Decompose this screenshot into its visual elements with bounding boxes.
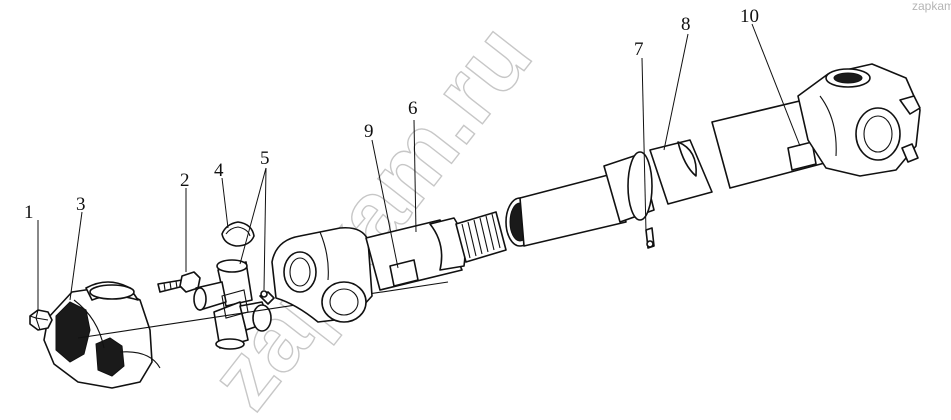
assembly-axis bbox=[77, 281, 449, 339]
callout-3: 3 bbox=[76, 194, 86, 215]
grease-nipple-part-5 bbox=[259, 290, 275, 305]
flange-yoke-part-3 bbox=[43, 281, 161, 389]
callout-labels: 1 3 2 4 5 9 6 7 8 10 bbox=[24, 6, 759, 223]
callout-5: 5 bbox=[260, 148, 270, 169]
slip-yoke-part-9 bbox=[271, 226, 373, 323]
cross-spider-part-5 bbox=[193, 259, 272, 350]
callout-7: 7 bbox=[634, 39, 644, 60]
callout-9: 9 bbox=[364, 121, 374, 142]
dust-boot-part-7 bbox=[603, 151, 655, 249]
callout-10: 10 bbox=[740, 6, 759, 27]
flange-yoke-right bbox=[797, 63, 921, 177]
callout-8: 8 bbox=[681, 14, 691, 35]
bolt-part-2 bbox=[157, 271, 201, 293]
callout-1: 1 bbox=[24, 202, 34, 223]
nut-part-1 bbox=[29, 309, 53, 331]
spline-shaft bbox=[455, 211, 507, 263]
leader-lines bbox=[37, 23, 801, 310]
tube-part-6 bbox=[365, 217, 466, 291]
callout-6: 6 bbox=[408, 98, 418, 119]
callout-2: 2 bbox=[180, 170, 190, 191]
tube-part-8 bbox=[649, 139, 713, 205]
splined-sleeve bbox=[505, 173, 627, 247]
snap-ring-part-4 bbox=[221, 221, 255, 247]
callout-4: 4 bbox=[214, 160, 224, 181]
watermark-corner-text: zapkam.ru bbox=[912, 0, 951, 13]
